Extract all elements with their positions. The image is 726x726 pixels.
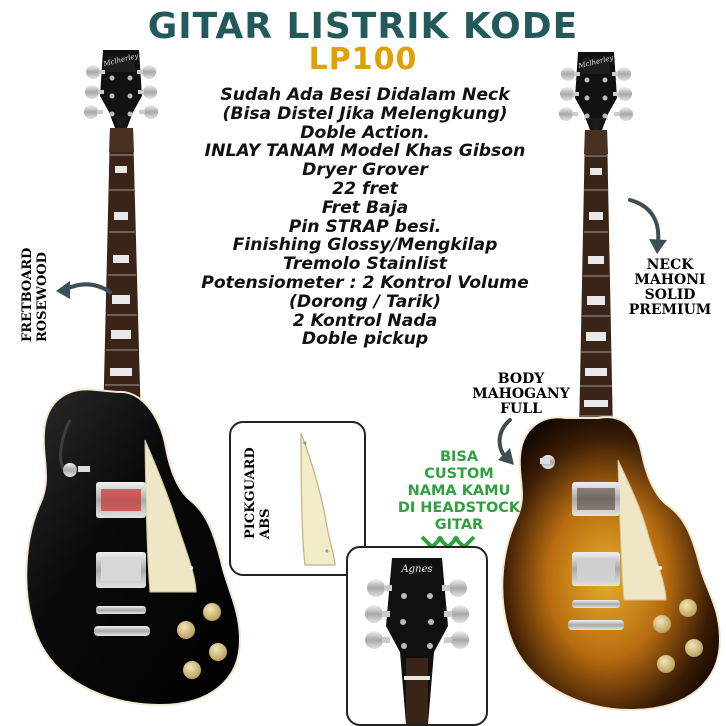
spec-line: Fret Baja	[321, 197, 409, 218]
sunburst-guitar	[501, 52, 722, 712]
pickguard-label: PICKGUARD ABS	[243, 447, 273, 539]
body-label: BODY MAHOGANY FULL	[472, 371, 570, 417]
spec-line: 22 fret	[332, 178, 398, 199]
neck-label: NECK MAHONI SOLID PREMIUM	[628, 257, 712, 318]
arrow-neck-icon	[628, 198, 661, 244]
spec-list: Sudah Ada Besi Didalam Neck(Bisa Distel …	[165, 86, 565, 349]
spec-line: (Bisa Distel Jika Melengkung)	[222, 103, 508, 124]
spec-line: Finishing Glossy/Mengkilap	[232, 235, 498, 256]
arrow-fretboard-icon	[62, 282, 112, 294]
pickguard-shape	[300, 432, 336, 566]
custom-name-logo: Agnes	[401, 564, 433, 575]
spec-line: Doble Action.	[300, 122, 430, 143]
spec-line: Tremolo Stainlist	[283, 254, 447, 275]
custom-name-offer: BISA CUSTOM NAMA KAMU DI HEADSTOCK GITAR	[397, 449, 521, 533]
arrow-body-head-icon	[498, 448, 514, 465]
pickguard-inset: PICKGUARD ABS	[229, 421, 366, 576]
black-guitar	[25, 50, 242, 707]
spec-line: Potensiometer : 2 Kontrol Volume	[201, 272, 529, 293]
spec-line: Sudah Ada Besi Didalam Neck	[220, 85, 510, 105]
spec-line: Doble pickup	[301, 329, 429, 350]
arrow-fretboard-head-icon	[56, 281, 70, 299]
model-code: LP100	[308, 42, 418, 77]
spec-line: (Dorong / Tarik)	[289, 291, 441, 312]
spec-line: Pin STRAP besi.	[288, 216, 442, 237]
custom-headstock-image	[365, 558, 469, 724]
spec-line: INLAY TANAM Model Khas Gibson	[204, 141, 526, 162]
spec-line: 2 Kontrol Nada	[292, 310, 438, 331]
custom-headstock-inset: Agnes	[346, 546, 488, 726]
fretboard-label: FRETBOARD ROSEWOOD	[20, 247, 50, 342]
arrow-neck-head-icon	[649, 239, 667, 254]
page-title: GITAR LISTRIK KODE	[147, 6, 579, 47]
spec-line: Dryer Grover	[302, 160, 428, 181]
